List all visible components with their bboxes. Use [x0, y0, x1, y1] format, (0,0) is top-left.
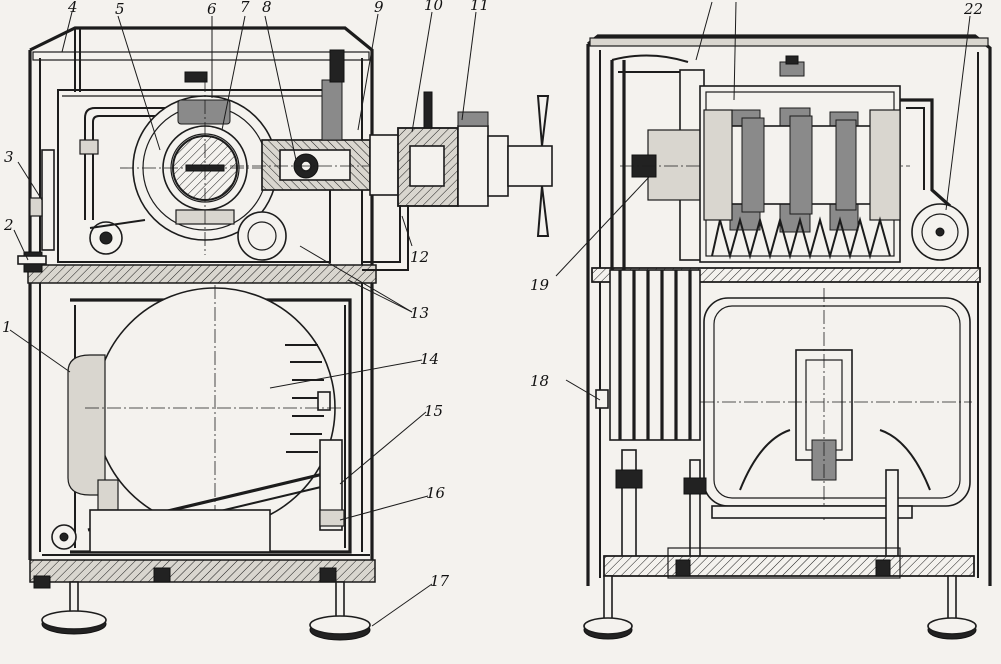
left-pipe [79, 107, 180, 255]
callout-7: 7 [240, 0, 250, 16]
left-base [29, 559, 376, 641]
pressure-gauge-wheel [911, 203, 969, 261]
callout-2: 2 [3, 216, 14, 234]
right-base [583, 449, 977, 640]
callout-3: 3 [4, 148, 14, 166]
gearbox [699, 55, 952, 263]
callout-22: 22 [963, 0, 983, 18]
callout-19: 19 [530, 276, 550, 294]
outlet-valve [362, 91, 553, 271]
right-motor [700, 288, 972, 520]
callout-8: 8 [262, 0, 272, 16]
left-leader-lines [9, 11, 477, 627]
callout-6: 6 [207, 0, 217, 18]
callout-15: 15 [424, 402, 443, 420]
callout-5: 5 [115, 0, 125, 18]
left-housing [17, 26, 377, 560]
callout-18: 18 [530, 372, 549, 390]
callout-13: 13 [410, 304, 429, 322]
callout-12: 12 [410, 248, 429, 266]
right-leader-lines [555, 1, 971, 401]
left-view [9, 11, 553, 641]
callout-17: 17 [430, 572, 450, 590]
callout-labels: 4 5 6 7 8 9 10 11 3 2 1 12 13 14 15 16 1… [2, 0, 983, 590]
worm-gear-assembly [120, 71, 330, 255]
callout-11: 11 [470, 0, 489, 14]
motor-fins [285, 344, 324, 453]
callout-1: 1 [2, 318, 12, 336]
idler-roller [237, 211, 287, 261]
right-view [555, 1, 992, 640]
callout-16: 16 [426, 484, 446, 502]
callout-4: 4 [67, 0, 78, 16]
callout-14: 14 [420, 350, 439, 368]
callout-9: 9 [374, 0, 384, 16]
callout-10: 10 [424, 0, 444, 14]
belt-stack [618, 270, 692, 440]
left-motor [42, 285, 370, 556]
